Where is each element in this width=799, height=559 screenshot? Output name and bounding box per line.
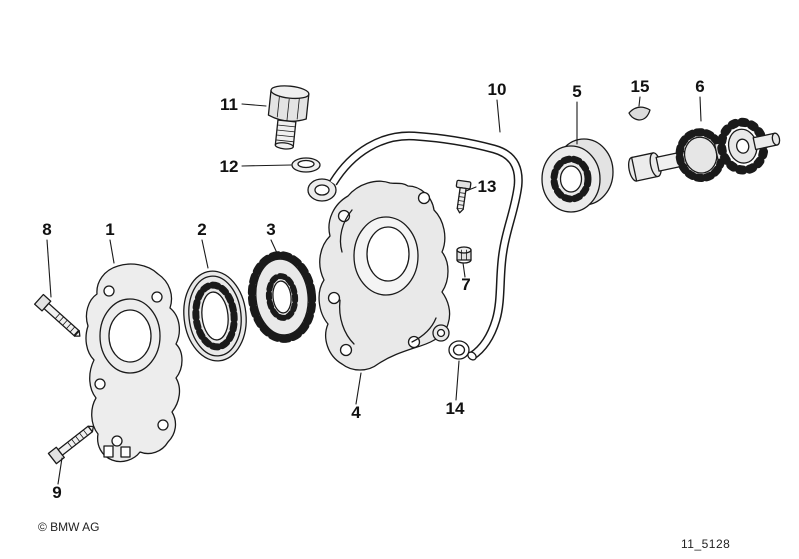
- callout-4[interactable]: 4: [351, 403, 361, 422]
- part-13-screw: [455, 179, 472, 214]
- callout-1[interactable]: 1: [105, 220, 114, 239]
- part-14-o-ring: [448, 340, 470, 360]
- callout-3[interactable]: 3: [266, 220, 275, 239]
- part-6-drive-shaft: [627, 117, 781, 183]
- callout-5[interactable]: 5: [572, 82, 581, 101]
- callout-6[interactable]: 6: [695, 77, 704, 96]
- leader-lines: [46, 96, 702, 485]
- part-12-washer: [291, 157, 321, 173]
- part-5-rotor-gear: [541, 138, 614, 213]
- part-10-suction-pipe: [307, 131, 523, 361]
- callout-11[interactable]: 11: [220, 95, 238, 114]
- callout-labels: 1 2 3 4 5 6 7 8 9 10 11 12 13 14 15: [42, 77, 704, 502]
- part-11-plug-bolt: [267, 85, 310, 150]
- callout-2[interactable]: 2: [197, 220, 206, 239]
- part-2-inner-rotor: [183, 270, 247, 362]
- copyright-notice: © BMW AG: [38, 520, 100, 534]
- part-1-cover-plate: [85, 263, 183, 463]
- diagram-id: 11_5128: [681, 537, 730, 551]
- callout-13[interactable]: 13: [478, 177, 497, 196]
- callout-10[interactable]: 10: [488, 80, 507, 99]
- part-9-bolt: [47, 425, 95, 465]
- part-8-bolt: [33, 293, 81, 337]
- part-4-pump-housing: [318, 180, 451, 371]
- callout-9[interactable]: 9: [52, 483, 61, 502]
- callout-12[interactable]: 12: [220, 157, 239, 176]
- callout-14[interactable]: 14: [446, 399, 465, 418]
- part-15-key: [628, 106, 651, 121]
- part-7-nut: [456, 246, 472, 264]
- callout-7[interactable]: 7: [461, 275, 470, 294]
- callout-8[interactable]: 8: [42, 220, 51, 239]
- callout-15[interactable]: 15: [631, 77, 650, 96]
- part-3-outer-rotor: [247, 251, 317, 343]
